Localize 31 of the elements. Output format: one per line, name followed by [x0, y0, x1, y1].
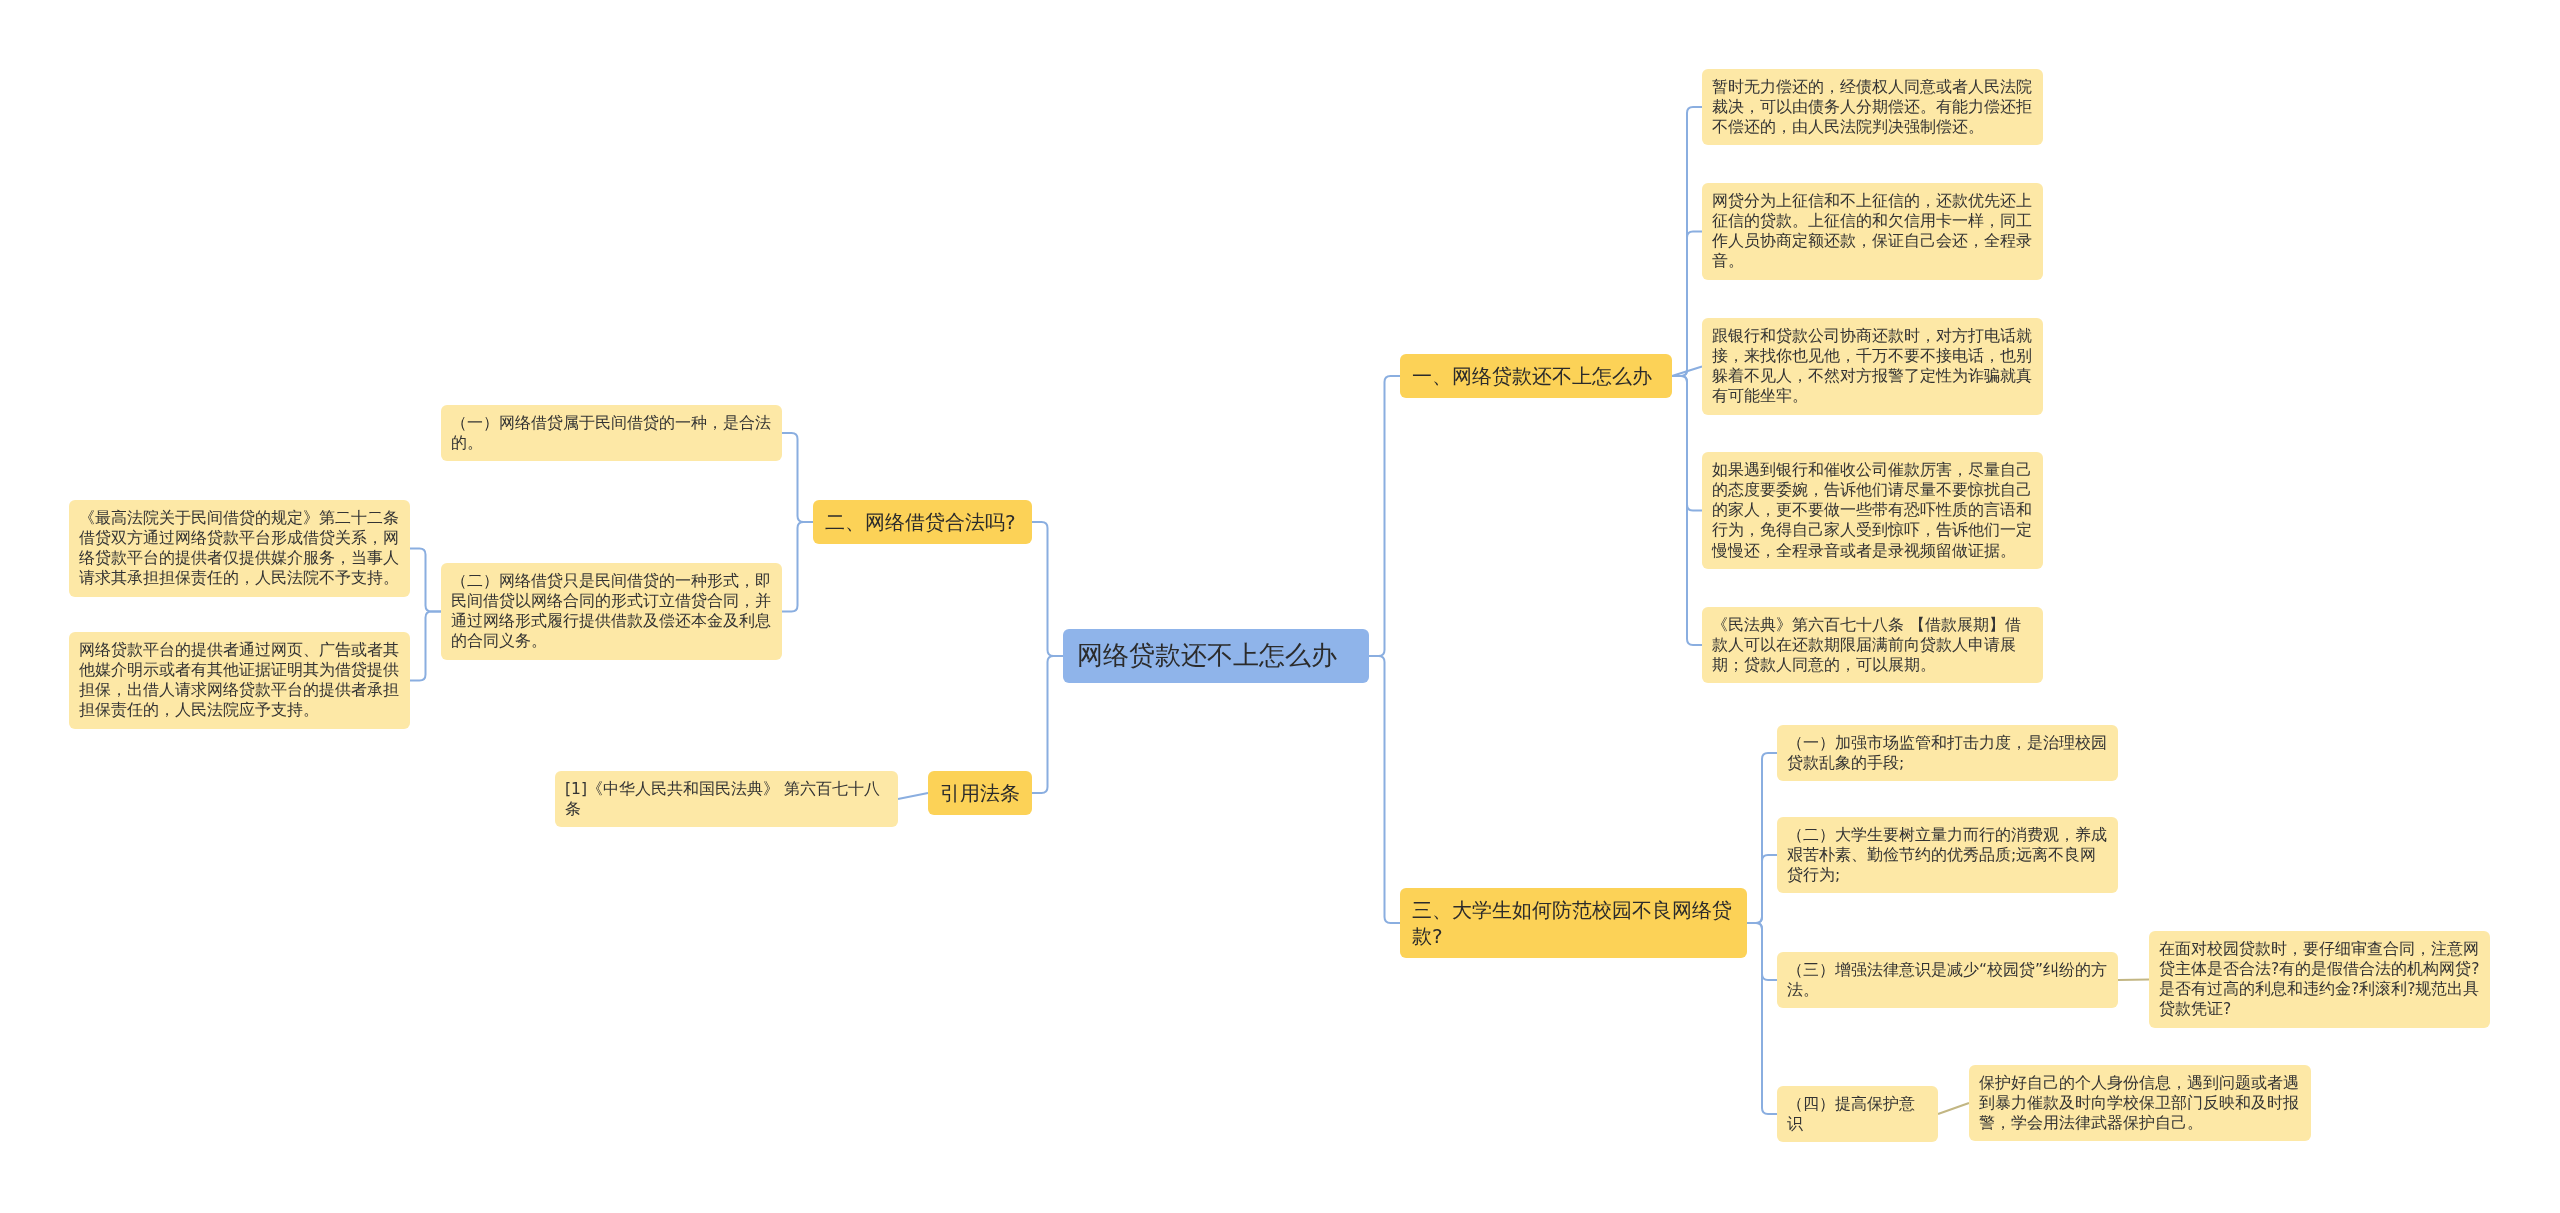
leaf-topic: （二）大学生要树立量力而行的消费观，养成艰苦朴素、勤俭节约的优秀品质;远离不良网贷行为; — [1777, 817, 2118, 894]
branch-topic: 三、大学生如何防范校园不良网络贷款? — [1400, 888, 1747, 958]
connector-line — [1671, 365, 1703, 377]
branch-topic: 二、网络借贷合法吗? — [813, 500, 1032, 544]
leaf-topic: （三）增强法律意识是减少“校园贷”纠纷的方法。 — [1777, 952, 2118, 1009]
branch-topic: 引用法条 — [928, 771, 1032, 815]
branch-topic: 一、网络贷款还不上怎么办 — [1400, 354, 1672, 398]
connector-line — [897, 792, 929, 800]
connector-line — [1368, 655, 1401, 924]
leaf-topic: 跟银行和贷款公司协商还款时，对方打电话就接，来找你也见他，千万不要不接电话，也别躲着不见人，不然对方报警了定性为诈骗就真有可能坐牢。 — [1702, 318, 2043, 415]
leaf-topic: 《最高法院关于民间借贷的规定》第二十二条借贷双方通过网络贷款平台形成借贷关系，网络贷款平台的提供者仅提供媒介服务，当事人请求其承担担保责任的，人民法院不予支持。 — [69, 500, 410, 597]
leaf-topic: （一）加强市场监管和打击力度，是治理校园贷款乱象的手段; — [1777, 725, 2118, 782]
leaf-topic: 如果遇到银行和催收公司催款厉害，尽量自己的态度要委婉，告诉他们请尽量不要惊扰自己的家人，更不要做一些带有恐吓性质的言语和行为，免得自己家人受到惊吓，告诉他们一定慢慢还，全程录音或者是录视频留做证据。 — [1702, 452, 2043, 569]
leaf-topic: 保护好自己的个人身份信息，遇到问题或者遇到暴力催款及时向学校保卫部门反映和及时报警，学会用法律武器保护自己。 — [1969, 1065, 2311, 1142]
leaf-topic: （四）提高保护意识 — [1777, 1086, 1938, 1143]
leaf-topic: [1]《中华人民共和国民法典》 第六百七十八条 — [555, 771, 898, 828]
connector-line — [409, 610, 442, 682]
connector-line — [781, 521, 814, 613]
connector-line — [1746, 922, 1778, 1115]
leaf-topic: 网络贷款平台的提供者通过网页、广告或者其他媒介明示或者有其他证据证明其为借贷提供担保，出借人请求网络贷款平台的提供者承担担保责任的，人民法院应予支持。 — [69, 632, 410, 729]
leaf-topic: （二）网络借贷只是民间借贷的一种形式，即民间借贷以网络合同的形式订立借贷合同，并通过网络形式履行提供借款及偿还本金及利息的合同义务。 — [441, 563, 782, 660]
connector-line — [1937, 1102, 1970, 1115]
leaf-topic: 网贷分为上征信和不上征信的，还款优先还上征信的贷款。上征信的和欠信用卡一样，同工作人员协商定额还款，保证自己会还，全程录音。 — [1702, 183, 2043, 280]
leaf-topic: 《民法典》第六百七十八条 【借款展期】借款人可以在还款期限届满前向贷款人申请展期；贷款人同意的，可以展期。 — [1702, 607, 2043, 684]
central-topic: 网络贷款还不上怎么办 — [1063, 629, 1369, 683]
connector-line — [2117, 978, 2150, 981]
connector-line — [1671, 375, 1703, 646]
leaf-topic: 暂时无力偿还的，经债权人同意或者人民法院裁决，可以由债务人分期偿还。有能力偿还拒不偿还的，由人民法院判决强制偿还。 — [1702, 69, 2043, 146]
leaf-topic: 在面对校园贷款时，要仔细审查合同，注意网贷主体是否合法?有的是假借合法的机构网贷?是否有过高的利息和违约金?利滚利?规范出具贷款凭证? — [2149, 931, 2490, 1028]
leaf-topic: （一）网络借贷属于民间借贷的一种，是合法的。 — [441, 405, 782, 462]
connector-line — [1031, 655, 1064, 794]
